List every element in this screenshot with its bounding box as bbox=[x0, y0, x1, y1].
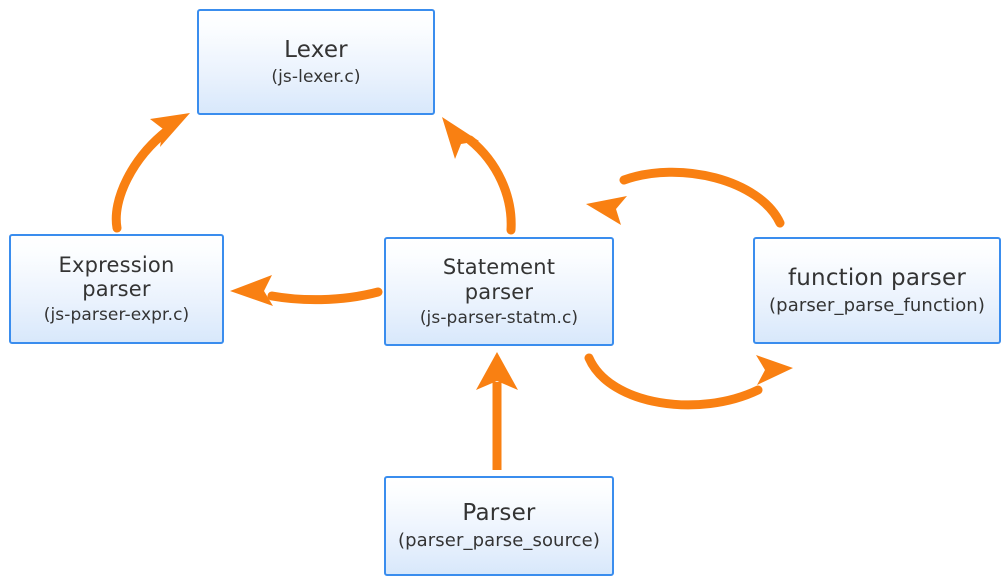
edge-statement-to-function bbox=[584, 353, 793, 410]
node-statement-parser-title-line1: Statement bbox=[442, 255, 556, 280]
node-lexer-title: Lexer bbox=[284, 36, 348, 63]
node-expression-parser-title-line2: parser bbox=[82, 277, 151, 302]
edge-statement-to-expression bbox=[230, 275, 383, 306]
node-function-parser[interactable]: function parser (parser_parse_function) bbox=[753, 237, 1001, 344]
node-lexer[interactable]: Lexer (js-lexer.c) bbox=[197, 9, 435, 115]
node-expression-parser-subtitle: (js-parser-expr.c) bbox=[43, 305, 190, 326]
node-statement-parser-title-line2: parser bbox=[464, 279, 534, 304]
node-statement-parser[interactable]: Statement parser (js-parser-statm.c) bbox=[384, 237, 614, 346]
node-function-parser-title: function parser bbox=[787, 264, 966, 291]
edge-function-to-statement bbox=[586, 167, 785, 228]
node-expression-parser[interactable]: Expression parser (js-parser-expr.c) bbox=[9, 234, 224, 344]
edge-expression-to-lexer bbox=[111, 113, 190, 233]
node-function-parser-subtitle: (parser_parse_function) bbox=[769, 294, 985, 316]
edge-statement-to-lexer bbox=[442, 117, 516, 235]
edge-parser-to-statement bbox=[476, 352, 518, 470]
node-parser-subtitle: (parser_parse_source) bbox=[398, 530, 600, 552]
node-lexer-subtitle: (js-lexer.c) bbox=[271, 66, 361, 87]
node-expression-parser-title-line1: Expression bbox=[58, 252, 175, 277]
node-statement-parser-subtitle: (js-parser-statm.c) bbox=[419, 307, 579, 328]
node-parser-title: Parser bbox=[462, 500, 536, 527]
node-parser[interactable]: Parser (parser_parse_source) bbox=[384, 476, 614, 576]
